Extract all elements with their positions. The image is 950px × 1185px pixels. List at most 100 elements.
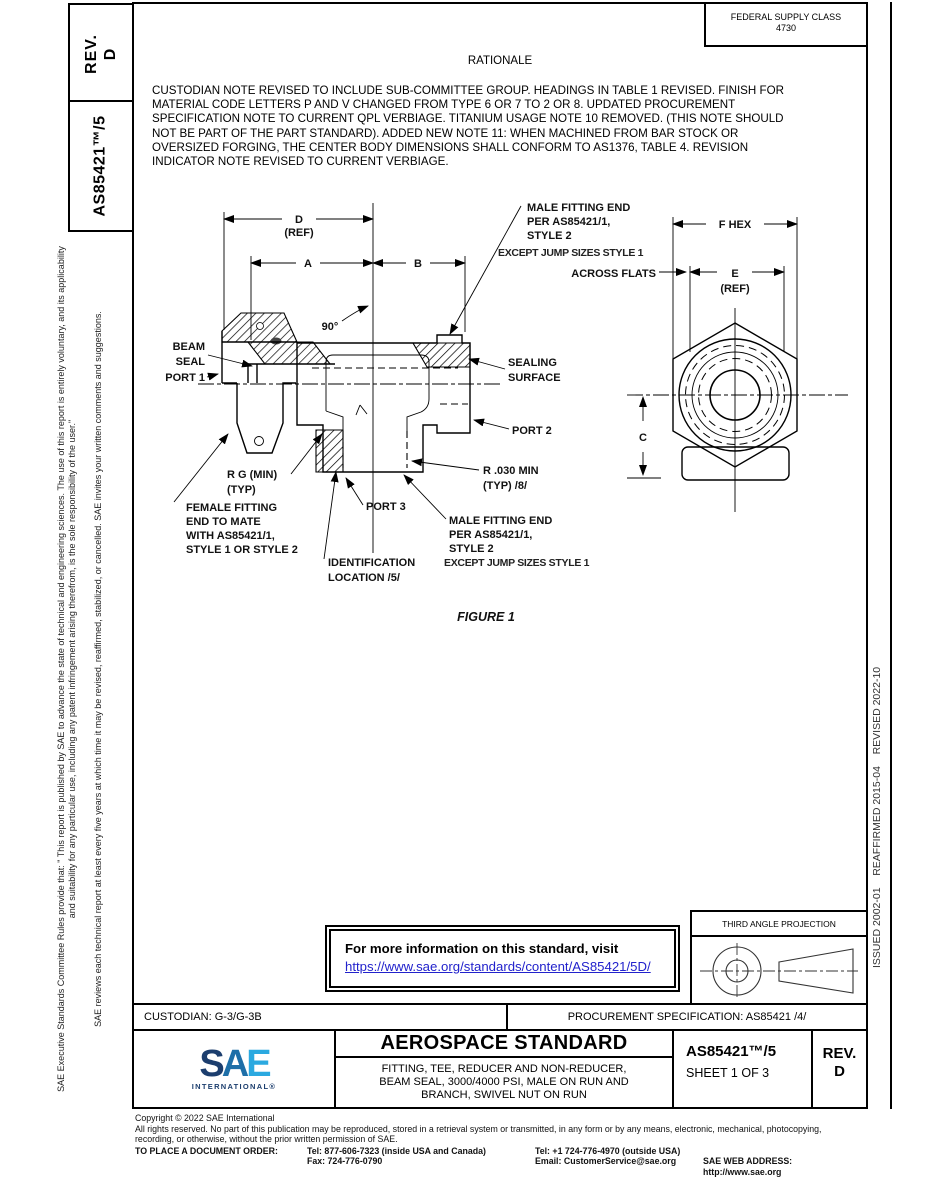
procurement-cell: PROCUREMENT SPECIFICATION: AS85421 /4/ <box>567 1011 807 1023</box>
nut-wrench-hole <box>254 436 264 446</box>
rev-cell: REV. D <box>813 1031 866 1107</box>
dim-d-label: D <box>295 214 303 226</box>
figure-caption: FIGURE 1 <box>457 610 515 624</box>
dim-d-ref-label: (REF) <box>284 227 314 239</box>
doc-number-cell: AS85421™/5 SHEET 1 OF 3 <box>674 1031 813 1107</box>
federal-supply-class-value: 4730 <box>775 23 797 33</box>
rationale-line: NOT BE PART OF THE PART STANDARD). ADDED… <box>152 126 739 140</box>
rights-line: recording, or otherwise, without the pri… <box>135 1134 398 1145</box>
radius-030-label: (TYP) /8/ <box>483 480 527 492</box>
male-end-bottom-label: MALE FITTING END <box>449 515 552 527</box>
female-end-label: STYLE 1 OR STYLE 2 <box>186 544 298 556</box>
rationale-line: SPECIFICATION NOTE TO CURRENT QPL VERBIA… <box>152 112 784 126</box>
f-hex-label: F HEX <box>719 219 752 231</box>
branch-flange-hatch <box>315 429 344 473</box>
male-end-top-label: MALE FITTING END <box>527 202 630 214</box>
sae-logo-subtext: INTERNATIONAL® <box>191 1082 277 1091</box>
identification-label: LOCATION /5/ <box>328 572 400 584</box>
rationale-line: MATERIAL CODE LETTERS P AND V CHANGED FR… <box>152 98 736 112</box>
rationale-line: OVERSIZED FORGING, THE CENTER BODY DIMEN… <box>152 140 749 154</box>
doc-title-line: BEAM SEAL, 3000/4000 PSI, MALE ON RUN AN… <box>379 1076 629 1088</box>
female-end-label: FEMALE FITTING <box>186 502 277 514</box>
sae-logo-word: SAE <box>199 1045 271 1083</box>
rev-box-text: REV.D <box>82 34 120 74</box>
beam-seal-label: BEAM <box>173 341 205 353</box>
tel-inside: Tel: 877-606-7323 (inside USA and Canada… <box>307 1145 486 1156</box>
cap-hole <box>256 322 264 330</box>
sealing-surface-label: SURFACE <box>508 372 561 384</box>
right-margin-rule <box>890 2 892 1109</box>
nut-thread-hatch <box>246 341 332 365</box>
male-end-bottom-label: PER AS85421/1, <box>449 529 532 541</box>
legal-block: Copyright © 2022 SAE International All r… <box>135 1113 870 1178</box>
rationale-body: CUSTODIAN NOTE REVISED TO INCLUDE SUB-CO… <box>152 84 842 169</box>
custodian-cell: CUSTODIAN: G-3/G-3B <box>134 1005 508 1029</box>
doc-number: AS85421™/5 <box>686 1043 777 1060</box>
projection-title: THIRD ANGLE PROJECTION <box>692 912 866 937</box>
federal-supply-class-label: FEDERAL SUPPLY CLASS <box>730 12 842 22</box>
radius-g-label: (TYP) <box>227 484 256 496</box>
federal-supply-class-box: FEDERAL SUPPLY CLASS 4730 <box>704 2 868 47</box>
rev-cell-label: REV. <box>822 1045 857 1062</box>
female-end-label: WITH AS85421/1, <box>186 530 275 542</box>
info-box: For more information on this standard, v… <box>325 925 680 992</box>
male-end-top-label: PER AS85421/1, <box>527 216 610 228</box>
rationale-line: INDICATOR NOTE REVISED TO CURRENT VERBIA… <box>152 155 449 169</box>
port2-label: PORT 2 <box>512 425 552 437</box>
rev-label: REV. <box>83 33 100 74</box>
third-angle-symbol <box>700 943 858 997</box>
sheet-number: SHEET 1 OF 3 <box>686 1066 770 1080</box>
email-contact: Email: CustomerService@sae.org <box>535 1156 677 1167</box>
identification-label: IDENTIFICATION <box>328 557 415 569</box>
port3-label: PORT 3 <box>366 501 406 513</box>
doc-number-box: AS85421™/5 <box>68 100 134 232</box>
dim-e-label: E <box>731 268 738 280</box>
male-end-hatch <box>412 342 471 368</box>
dim-c-label: C <box>639 432 647 444</box>
male-end-top-label: STYLE 2 <box>527 230 572 242</box>
projection-box: THIRD ANGLE PROJECTION <box>690 910 868 1005</box>
revision-history: ISSUED 2002-01 REAFFIRMED 2015-04 REVISE… <box>871 666 883 968</box>
title-cell: AEROSPACE STANDARD FITTING, TEE, REDUCER… <box>336 1031 674 1107</box>
tel-outside: Tel: +1 724-776-4970 (outside USA) <box>535 1145 681 1156</box>
port1-label: PORT 1 <box>165 372 205 384</box>
female-end-label: END TO MATE <box>186 516 261 528</box>
order-contacts: TO PLACE A DOCUMENT ORDER: Tel: 877-606-… <box>135 1146 870 1178</box>
across-flats-label: ACROSS FLATS <box>571 268 656 280</box>
sealing-surface-label: SEALING <box>508 357 557 369</box>
doc-title-line: FITTING, TEE, REDUCER AND NON-REDUCER, <box>381 1063 627 1075</box>
end-boss-outline <box>681 446 790 481</box>
web-address: SAE WEB ADDRESS: http://www.sae.org <box>703 1156 793 1177</box>
angle-90-label: 90° <box>322 321 339 333</box>
rev-value: D <box>102 47 119 60</box>
fax-number: Fax: 724-776-0790 <box>307 1156 383 1167</box>
logo-letter-s: S <box>199 1043 224 1085</box>
male-end-bottom-label: STYLE 2 <box>449 543 494 555</box>
dim-a-label: A <box>304 258 312 270</box>
except-jump-top-label: EXCEPT JUMP SIZES STYLE 1 <box>498 247 644 259</box>
logo-letter-a: A <box>221 1043 250 1085</box>
copyright-line: Copyright © 2022 SAE International <box>135 1113 275 1123</box>
except-jump-bottom-label: EXCEPT JUMP SIZES STYLE 1 <box>444 557 590 569</box>
rights-line: All rights reserved. No part of this pub… <box>135 1123 822 1134</box>
title-block: SAE INTERNATIONAL® AEROSPACE STANDARD FI… <box>132 1029 868 1109</box>
rationale-title: RATIONALE <box>467 55 533 67</box>
figure-1-drawing: D (REF) A B 90° BEAM <box>165 202 848 624</box>
beam-seal-label: SEAL <box>176 356 206 368</box>
doc-type-heading: AEROSPACE STANDARD <box>336 1031 672 1058</box>
sae-logo: SAE INTERNATIONAL® <box>134 1031 336 1107</box>
doc-title-line: BRANCH, SWIVEL NUT ON RUN <box>421 1089 587 1101</box>
order-label: TO PLACE A DOCUMENT ORDER: <box>135 1145 278 1156</box>
custodian-row: CUSTODIAN: G-3/G-3B PROCUREMENT SPECIFIC… <box>132 1003 868 1031</box>
committee-notice: SAE Executive Standards Committee Rules … <box>56 246 77 1092</box>
doc-number-vertical: AS85421™/5 <box>92 115 109 217</box>
dim-e-ref-label: (REF) <box>720 283 750 295</box>
info-intro: For more information on this standard, v… <box>345 941 619 956</box>
logo-letter-e: E <box>246 1043 271 1085</box>
rationale-line: CUSTODIAN NOTE REVISED TO INCLUDE SUB-CO… <box>152 84 784 97</box>
doc-title: FITTING, TEE, REDUCER AND NON-REDUCER, B… <box>336 1063 672 1102</box>
standard-link[interactable]: https://www.sae.org/standards/content/AS… <box>345 959 651 974</box>
dim-b-label: B <box>414 258 422 270</box>
radius-030-label: R .030 MIN <box>483 465 539 477</box>
